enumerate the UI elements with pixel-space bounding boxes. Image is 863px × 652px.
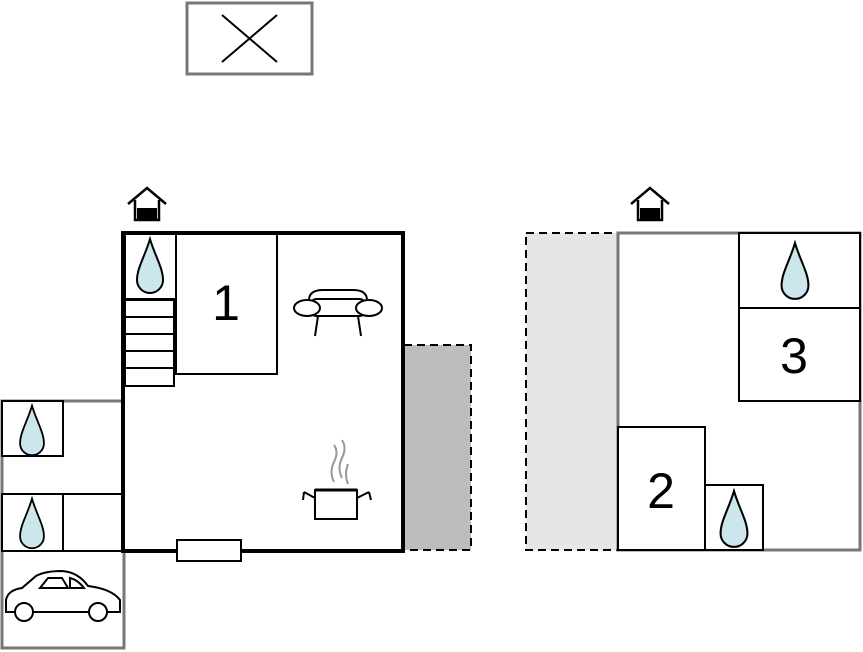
close-x-icon — [185, 1, 314, 76]
cooking-pot-icon — [302, 439, 372, 520]
house-entrance-icon — [629, 186, 671, 222]
upper-floor: 3 2 — [525, 186, 862, 552]
car-icon — [5, 569, 121, 622]
bedroom-3-label: 3 — [780, 328, 808, 384]
bedroom-3 — [738, 307, 861, 402]
house-entrance-icon — [126, 186, 168, 222]
bedroom-2-label: 2 — [647, 463, 675, 519]
bedroom-1-label: 1 — [212, 275, 240, 331]
terrace — [403, 344, 472, 551]
annex-storage — [62, 493, 125, 552]
sofa-icon — [293, 289, 383, 337]
bedroom-1 — [175, 233, 278, 375]
balcony — [525, 232, 619, 551]
front-door — [176, 539, 242, 562]
bedroom-2 — [617, 426, 706, 551]
stairs-icon — [124, 299, 175, 387]
ground-floor: 1 — [0, 186, 472, 650]
